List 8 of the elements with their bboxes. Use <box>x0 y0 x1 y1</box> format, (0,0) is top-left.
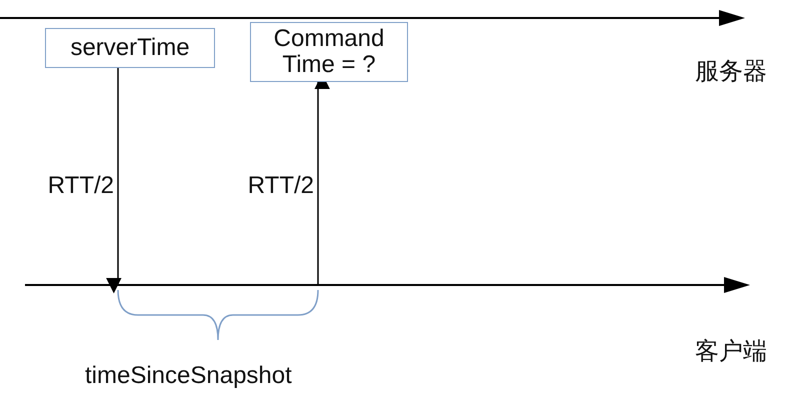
arrow <box>106 68 122 294</box>
time-box: serverTime <box>45 28 215 68</box>
time-box: Command Time = ? <box>250 22 408 82</box>
timeline-arrow <box>25 277 750 293</box>
brace-label: timeSinceSnapshot <box>85 362 292 390</box>
timeline-label: 服务器 <box>695 57 767 87</box>
timeline-arrow <box>0 10 745 26</box>
timeline-label: 客户端 <box>695 337 767 367</box>
